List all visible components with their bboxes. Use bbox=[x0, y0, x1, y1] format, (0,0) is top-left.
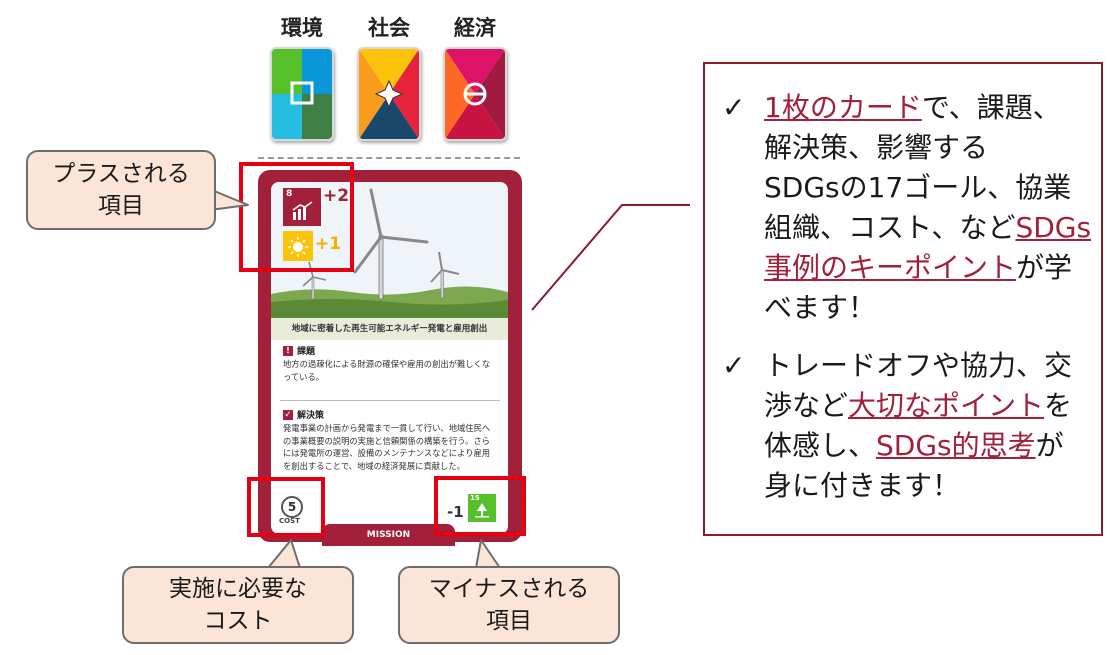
cost-coin-icon: 5 bbox=[281, 496, 303, 518]
plain-text: SDGsの17ゴール、協業 bbox=[764, 171, 1072, 204]
plain-text: 体感し、 bbox=[764, 429, 877, 462]
plus-callout-line1: プラスされる bbox=[52, 161, 190, 187]
minus-callout-line2: 項目 bbox=[486, 608, 532, 634]
check-icon: ✓ bbox=[283, 409, 293, 420]
category-label-economy: 経済 bbox=[454, 16, 496, 40]
plus-secondary-value: +1 bbox=[315, 234, 342, 254]
plus-callout-line2: 項目 bbox=[98, 193, 144, 219]
cost-callout-line2: コスト bbox=[203, 608, 273, 634]
minus-goal-number: 15 bbox=[470, 494, 480, 502]
bullet-line: 体感し、SDGs的思考が bbox=[764, 426, 1072, 466]
bullet-line: べます！ bbox=[764, 288, 1091, 328]
plus-items-callout: プラスされる 項目 bbox=[26, 150, 216, 230]
bullet-2-text: トレードオフや協力、交渉など大切なポイントを体感し、SDGs的思考が身に付きます… bbox=[764, 346, 1072, 506]
mission-tab: MISSION bbox=[322, 524, 455, 546]
bullet-2: ✓ トレードオフや協力、交渉など大切なポイントを体感し、SDGs的思考が身に付き… bbox=[722, 346, 1072, 506]
card-title: 地域に密着した再生可能エネルギー発電と雇用創出 bbox=[271, 318, 508, 340]
bullet-line: 解決策、影響する bbox=[764, 128, 1091, 168]
plain-text: 身に付きます！ bbox=[764, 469, 961, 502]
plain-text: トレードオフや協力、交 bbox=[764, 349, 1073, 382]
plus-items-highlight bbox=[239, 162, 354, 272]
minus-callout-line1: マイナスされる bbox=[428, 576, 590, 602]
issue-text: 地方の過疎化による財源の確保や雇用の創出が難しくなっている。 bbox=[283, 359, 491, 382]
plain-text: べます！ bbox=[764, 291, 877, 324]
checkmark-icon: ✓ bbox=[722, 349, 746, 382]
cost-callout-line1: 実施に必要な bbox=[169, 576, 307, 602]
society-deck-card bbox=[357, 47, 421, 141]
bullet-line: 渉など大切なポイントを bbox=[764, 386, 1072, 426]
bullet-line: 1枚のカードで、課題、 bbox=[764, 88, 1091, 128]
highlight-text: SDGs bbox=[1015, 211, 1092, 244]
plain-text: を bbox=[1044, 389, 1073, 422]
solution-heading-text: 解決策 bbox=[297, 411, 325, 421]
bullet-line: SDGsの17ゴール、協業 bbox=[764, 168, 1091, 208]
highlight-text: 1枚のカード bbox=[764, 91, 922, 124]
plain-text: 解決策、影響する bbox=[764, 131, 989, 164]
plain-text: で、課題、 bbox=[921, 91, 1061, 124]
cost-callout: 実施に必要な コスト bbox=[122, 566, 354, 644]
issue-heading-text: 課題 bbox=[297, 347, 316, 357]
goal-7-icon bbox=[283, 231, 313, 261]
plain-text: 渉など bbox=[764, 389, 849, 422]
separator-line bbox=[258, 157, 520, 159]
solution-heading: ✓ 解決策 bbox=[283, 408, 324, 421]
plus-main-value: +2 bbox=[323, 186, 350, 206]
minus-items-highlight bbox=[434, 476, 526, 536]
info-panel bbox=[703, 62, 1103, 536]
plain-text: 組織、コスト、など bbox=[764, 211, 1016, 244]
issue-heading: ! 課題 bbox=[283, 344, 315, 357]
card-section-divider bbox=[280, 400, 500, 401]
bullet-line: 組織、コスト、などSDGs bbox=[764, 208, 1091, 248]
bullet-line: トレードオフや協力、交 bbox=[764, 346, 1072, 386]
highlight-text: 大切なポイント bbox=[848, 389, 1045, 422]
plain-text: が bbox=[1035, 429, 1064, 462]
goal-15-icon: 15 bbox=[468, 494, 496, 522]
economy-deck-card bbox=[443, 47, 507, 141]
bullet-line: 事例のキーポイントが学 bbox=[764, 248, 1091, 288]
goal-number: 8 bbox=[286, 189, 293, 199]
highlight-text: 事例のキーポイント bbox=[764, 251, 1017, 284]
solution-text: 発電事業の計画から発電まで一貫して行い、地域住民への事業概要の説明の実施と信頼関… bbox=[283, 423, 491, 471]
goal-8-icon: 8 bbox=[283, 188, 321, 226]
highlight-text: SDGs的思考 bbox=[876, 429, 1036, 462]
bullet-line: 身に付きます！ bbox=[764, 466, 1072, 506]
checkmark-icon: ✓ bbox=[722, 91, 746, 124]
environment-deck-card bbox=[270, 47, 334, 141]
category-label-society: 社会 bbox=[368, 16, 410, 40]
minus-items-callout: マイナスされる 項目 bbox=[398, 566, 620, 644]
plain-text: が学 bbox=[1016, 251, 1073, 284]
cost-highlight bbox=[247, 477, 325, 537]
cost-label: COST bbox=[279, 517, 300, 525]
minus-value: -1 bbox=[447, 503, 464, 521]
alert-icon: ! bbox=[283, 345, 293, 356]
category-label-environment: 環境 bbox=[281, 16, 323, 40]
